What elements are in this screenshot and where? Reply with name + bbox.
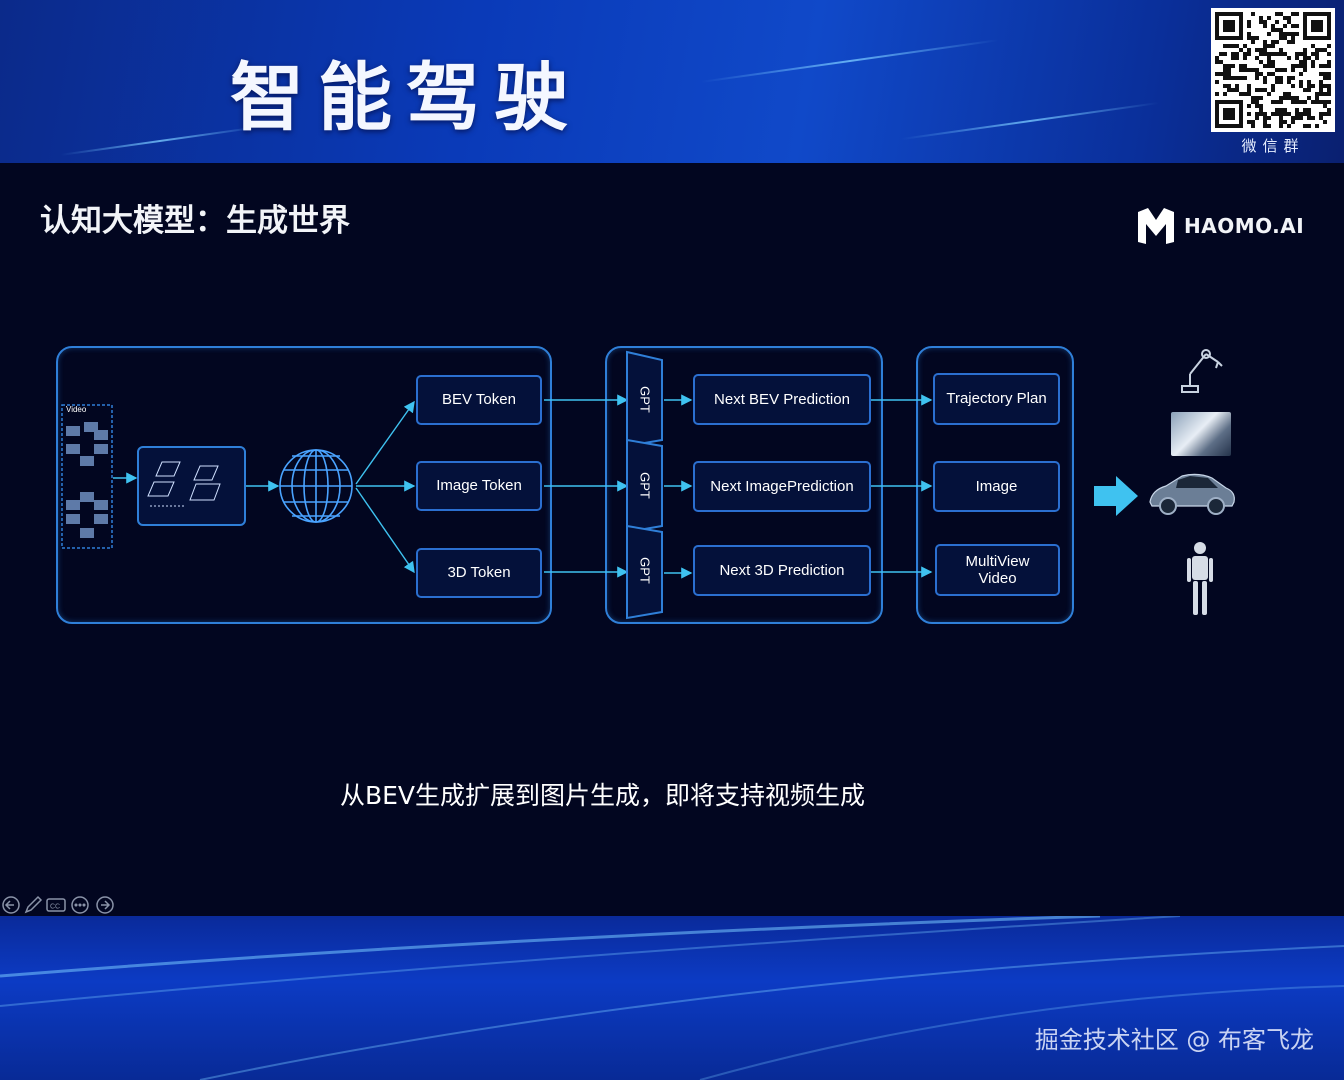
encoder-panel <box>56 346 552 624</box>
globe-icon <box>279 449 353 523</box>
bev-projection <box>137 446 246 526</box>
vehicle-scene-image <box>1171 412 1231 456</box>
trajectory-plan-box: Trajectory Plan <box>933 373 1060 425</box>
next-bev-prediction-box: Next BEV Prediction <box>693 374 871 425</box>
gpt-blocks <box>626 350 663 620</box>
top-banner <box>0 0 1344 163</box>
multiview-line2: Video <box>978 570 1017 587</box>
pen-icon[interactable] <box>22 895 44 915</box>
bev-token-box: BEV Token <box>416 375 542 425</box>
more-icon[interactable] <box>69 895 91 915</box>
banner-title: 智能驾驶 <box>230 55 582 141</box>
robot-arm-icon <box>1172 340 1228 396</box>
stage-background <box>0 916 1344 1080</box>
3d-token-box: 3D Token <box>416 548 542 598</box>
qr-label: 微信群 <box>1241 137 1305 155</box>
humanoid-robot-icon <box>1185 540 1215 618</box>
next-3d-prediction-box: Next 3D Prediction <box>693 545 871 596</box>
forward-icon[interactable] <box>94 895 116 915</box>
gpt-label: GPT <box>637 386 653 413</box>
captions-icon[interactable]: CC <box>45 895 67 915</box>
gpt-panel <box>605 346 883 624</box>
image-output-box: Image <box>933 461 1060 512</box>
qr-code[interactable] <box>1211 8 1335 132</box>
multiview-line1: MultiView <box>965 552 1030 570</box>
video-frames <box>61 404 113 549</box>
gpt-label: GPT <box>637 557 653 584</box>
big-arrow-icon <box>1094 476 1138 516</box>
back-icon[interactable] <box>0 895 22 915</box>
image-token-box: Image Token <box>416 461 542 511</box>
svg-text:CC: CC <box>50 904 60 911</box>
multiview-video-box: MultiView Video <box>935 544 1060 596</box>
watermark: 掘金技术社区 @ 布客飞龙 <box>1034 1026 1314 1054</box>
gpt-label: GPT <box>637 472 653 499</box>
haomo-logo-icon <box>1136 206 1176 246</box>
qr-code-image <box>1215 12 1331 128</box>
haomo-logo: HAOMO.AI <box>1136 206 1304 246</box>
output-panel <box>916 346 1074 624</box>
car-icon <box>1146 464 1238 518</box>
next-image-prediction-box: Next ImagePrediction <box>693 461 871 512</box>
slide <box>0 163 1344 918</box>
slide-heading: 认知大模型：生成世界 <box>40 203 350 239</box>
connector-arrows <box>113 394 933 579</box>
logo-text: HAOMO.AI <box>1184 214 1305 238</box>
slide-caption: 从BEV生成扩展到图片生成，即将支持视频生成 <box>339 781 866 810</box>
stage-light-streaks <box>0 916 1344 1080</box>
video-label: Video <box>66 405 87 414</box>
